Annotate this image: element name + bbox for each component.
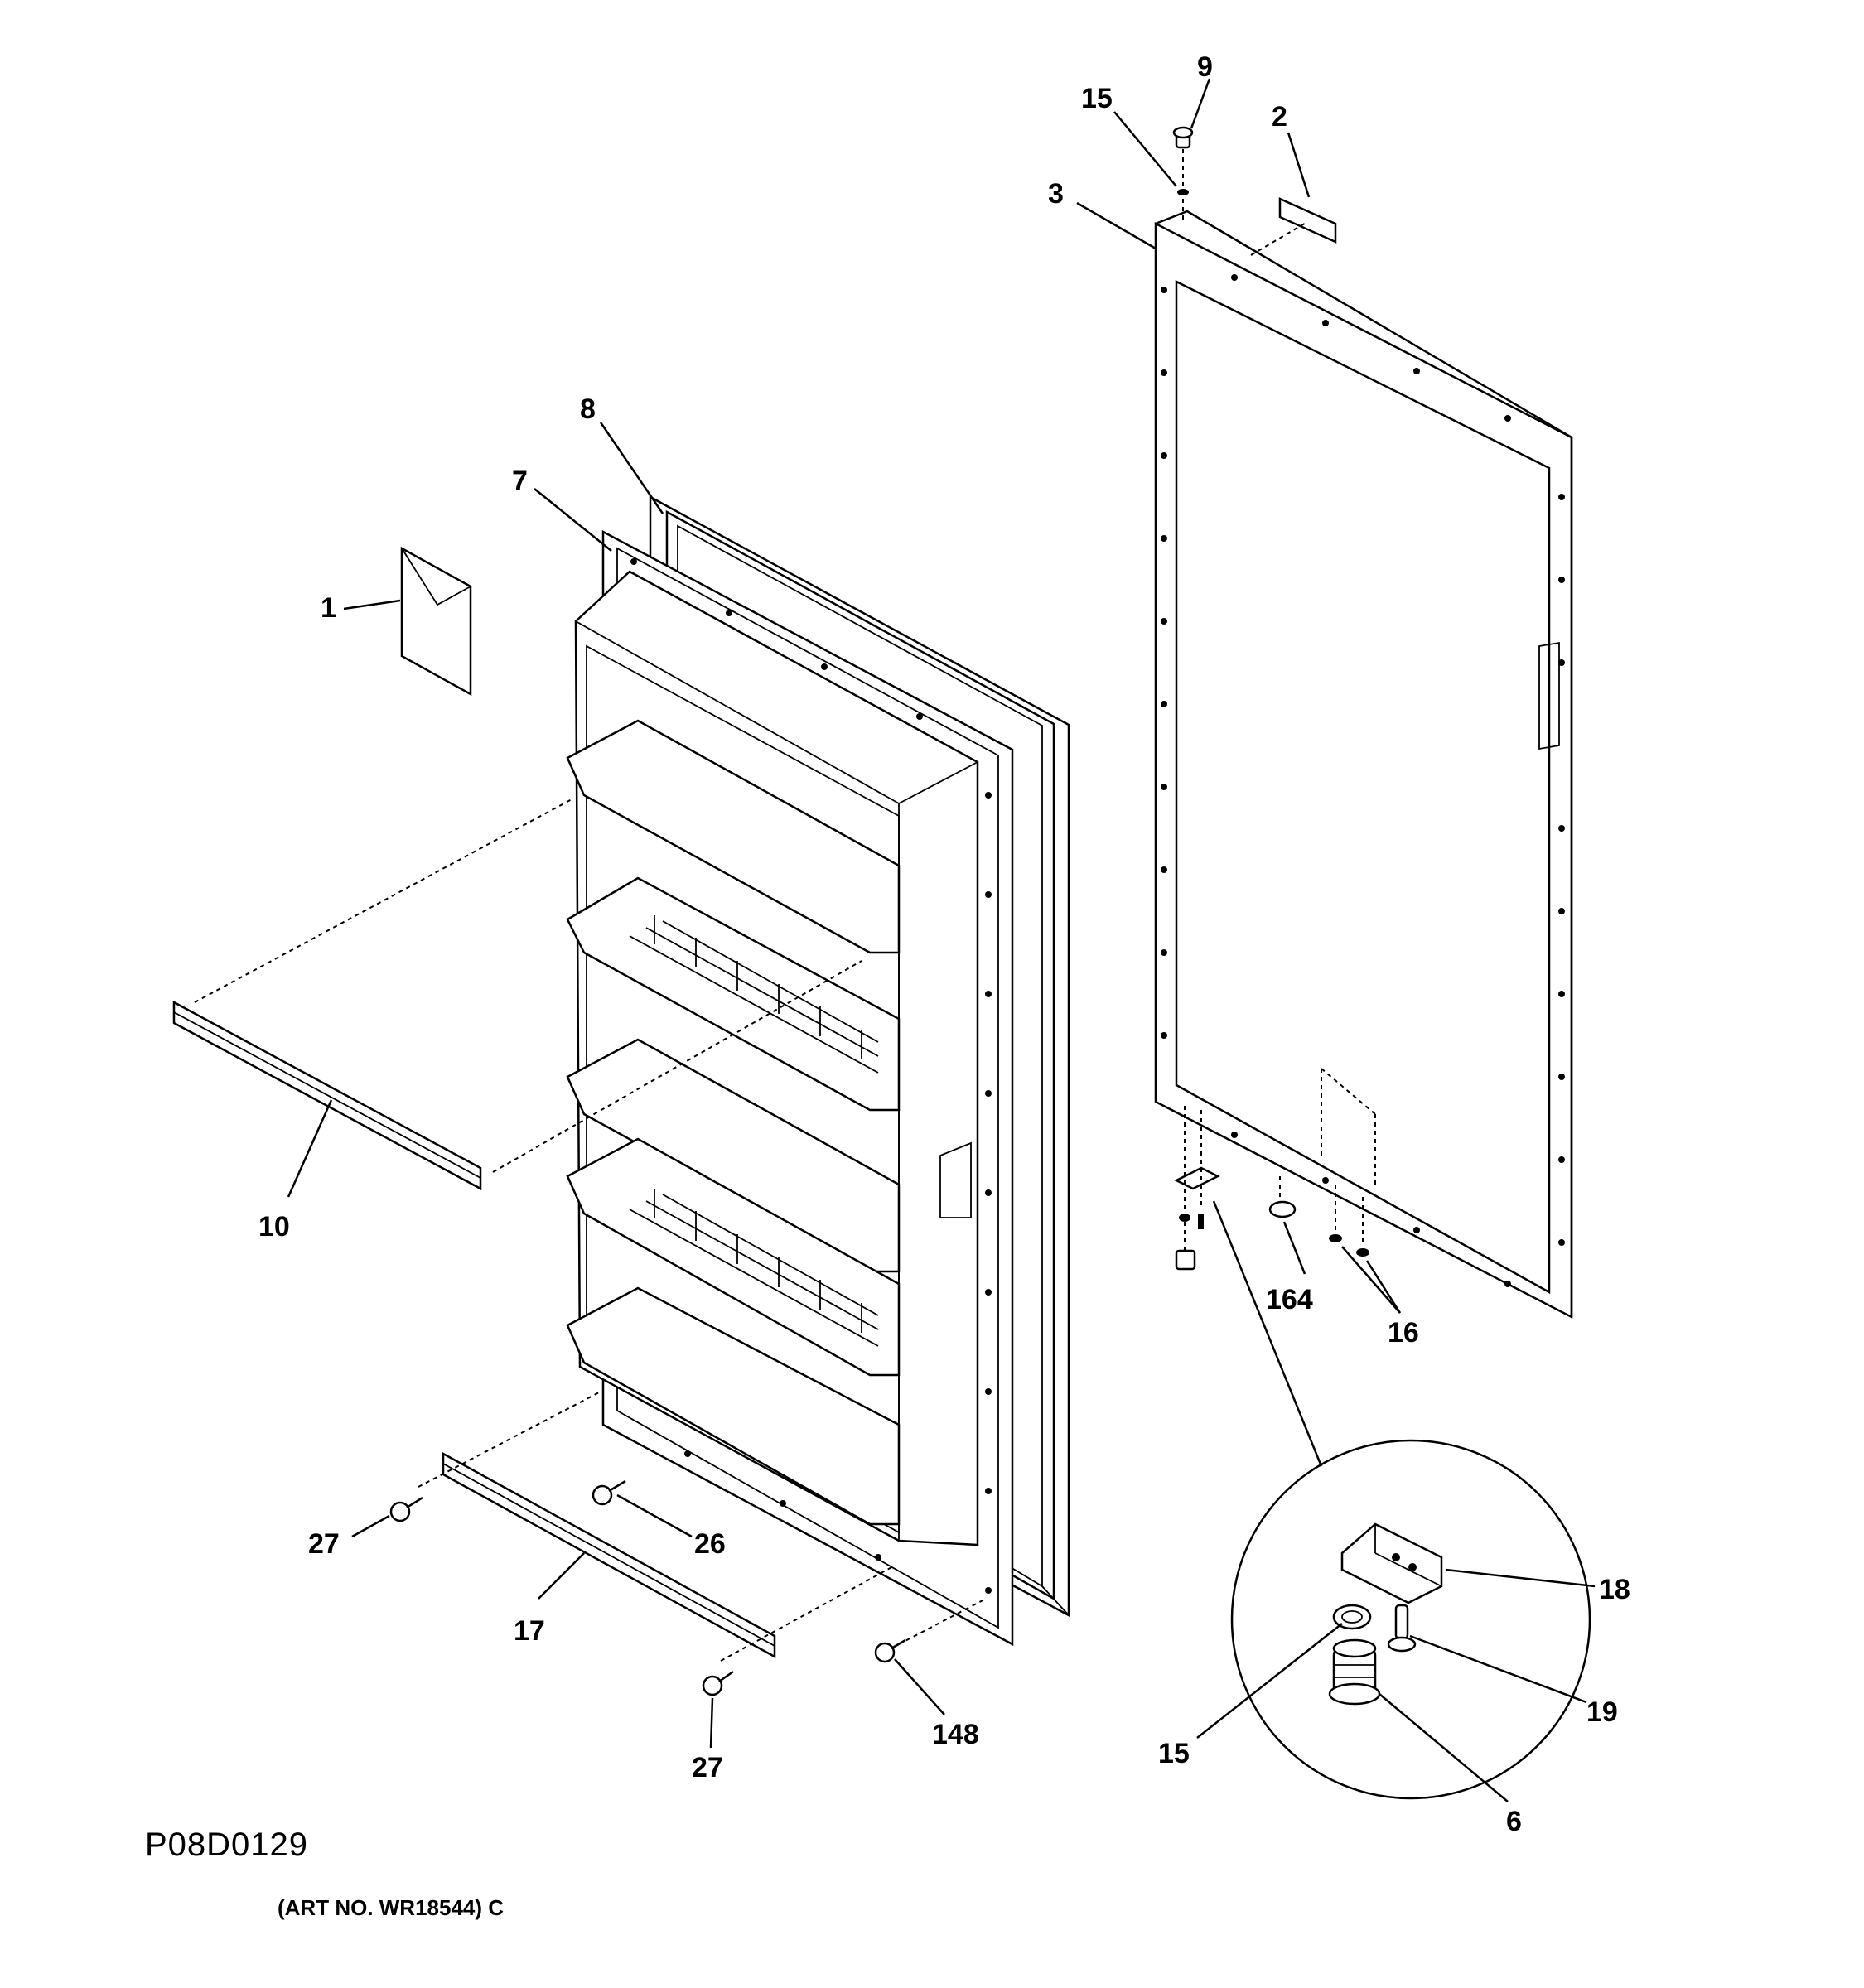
part-1-literature-envelope — [400, 546, 472, 697]
shelf-grille-upper — [629, 915, 879, 1074]
callout-19: 19 — [1586, 1696, 1618, 1728]
callout-10: 10 — [258, 1211, 290, 1242]
diagram-code: P08D0129 — [145, 1826, 309, 1863]
art-number: (ART NO. WR18544) C — [278, 1895, 505, 1920]
part-2-label — [1278, 197, 1337, 244]
part-3-outer-door-panel — [1154, 210, 1573, 1320]
shelf-bins — [566, 719, 901, 1526]
part-26-screw — [592, 1479, 626, 1506]
panel-holes — [1161, 274, 1565, 1287]
leader-lines — [287, 78, 1596, 1802]
callout-8: 8 — [580, 393, 596, 425]
part-15-washer-detail — [1332, 1604, 1372, 1630]
callout-7: 7 — [512, 466, 528, 497]
callout-3: 3 — [1048, 178, 1064, 210]
callout-6: 6 — [1506, 1806, 1522, 1837]
callout-labels: 1 2 3 9 15 8 7 10 164 16 26 27 17 27 148… — [258, 51, 1630, 1837]
bottom-hinge-hardware — [1174, 1106, 1369, 1271]
hinge-detail-magnifier — [1212, 1200, 1591, 1800]
part-10-upper-trim-strip — [172, 799, 862, 1191]
part-148-screw — [874, 1638, 906, 1663]
callout-2: 2 — [1272, 101, 1287, 133]
callout-148: 148 — [932, 1719, 979, 1750]
part-19-screw-detail — [1387, 1604, 1417, 1653]
callout-17: 17 — [514, 1615, 545, 1647]
part-9-screw-top — [1172, 126, 1308, 256]
part-27-screw-bottom — [702, 1670, 734, 1696]
part-17-lower-trim-strip — [418, 1391, 987, 1662]
callout-15-top: 15 — [1081, 83, 1113, 114]
callout-16: 16 — [1388, 1317, 1419, 1349]
callout-9: 9 — [1197, 51, 1213, 83]
shelf-grille-lower — [629, 1189, 879, 1347]
part-27-screw-left — [389, 1496, 423, 1522]
callout-27-bottom: 27 — [692, 1752, 723, 1783]
inner-door-frame — [566, 570, 979, 1546]
part-18-hinge-bracket — [1340, 1522, 1443, 1604]
callout-15-detail: 15 — [1158, 1738, 1190, 1769]
callout-164: 164 — [1266, 1284, 1313, 1315]
part-6-hinge-pin-detail — [1328, 1638, 1381, 1706]
callout-26: 26 — [694, 1528, 726, 1560]
liner-holes — [630, 558, 992, 1594]
callout-18: 18 — [1599, 1574, 1630, 1605]
callout-1: 1 — [321, 592, 336, 624]
callout-27-left: 27 — [308, 1528, 340, 1560]
